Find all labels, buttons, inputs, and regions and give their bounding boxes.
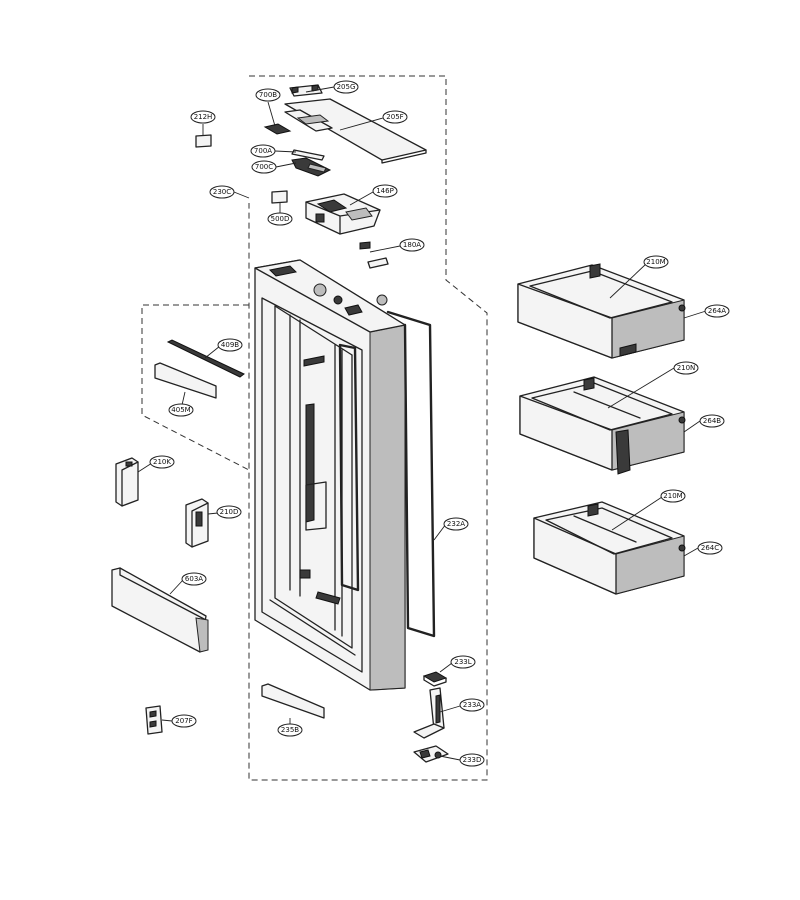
callout-label: 264C bbox=[701, 544, 719, 552]
bin-264B bbox=[519, 376, 686, 475]
callout-label: 232A bbox=[447, 520, 465, 528]
callout-210K: 210K bbox=[149, 455, 175, 469]
part-700C bbox=[291, 157, 332, 177]
door-frame bbox=[254, 259, 406, 691]
callout-label: 212H bbox=[194, 113, 213, 121]
callout-603A: 603A bbox=[181, 572, 207, 586]
part-409B bbox=[166, 339, 245, 378]
callout-label: 210D bbox=[220, 508, 239, 516]
callout-232A: 232A bbox=[443, 517, 469, 531]
part-700A bbox=[291, 149, 325, 161]
callout-700B: 700B bbox=[255, 88, 281, 102]
part-233D bbox=[413, 745, 449, 763]
callout-label: 233A bbox=[463, 701, 481, 709]
callout-label: 603A bbox=[185, 575, 203, 583]
callout-label: 210N bbox=[677, 364, 696, 372]
assembly-boundary-upper bbox=[248, 75, 488, 781]
part-210D bbox=[185, 498, 209, 548]
leader-lines bbox=[137, 86, 707, 761]
callout-label: 205G bbox=[337, 83, 356, 91]
part-700B bbox=[263, 109, 333, 135]
callout-264A: 264A bbox=[704, 304, 730, 318]
part-205F bbox=[284, 98, 427, 164]
callout-label: 210K bbox=[153, 458, 171, 466]
callout-label: 233L bbox=[454, 658, 471, 666]
callout-210M-bottom: 210M bbox=[660, 489, 686, 503]
assembly-boundary-left bbox=[141, 304, 250, 471]
callout-label: 210M bbox=[663, 492, 682, 500]
callout-label: 700B bbox=[259, 91, 277, 99]
callout-180A: 180A bbox=[399, 238, 425, 252]
callout-405M: 405M bbox=[168, 403, 194, 417]
callout-label: 146P bbox=[376, 187, 394, 195]
callout-264C: 264C bbox=[697, 541, 723, 555]
callout-label: 409B bbox=[221, 341, 239, 349]
callout-label: 264B bbox=[703, 417, 721, 425]
bin-264A bbox=[517, 263, 686, 359]
part-210K bbox=[115, 457, 139, 507]
callout-233D: 233D bbox=[459, 753, 485, 767]
callout-label: 207F bbox=[175, 717, 192, 725]
part-235B bbox=[261, 683, 325, 719]
part-405M bbox=[154, 362, 217, 399]
callout-210N: 210N bbox=[673, 361, 699, 375]
callout-205G: 205G bbox=[333, 80, 359, 94]
callout-label: 233D bbox=[463, 756, 482, 764]
callout-210D: 210D bbox=[216, 505, 242, 519]
callout-label: 210M bbox=[646, 258, 665, 266]
part-205G bbox=[289, 84, 323, 97]
part-212H bbox=[195, 134, 212, 148]
callout-212H: 212H bbox=[190, 110, 216, 124]
callout-label: 230C bbox=[213, 188, 231, 196]
part-207F bbox=[145, 705, 163, 735]
callout-700A: 700A bbox=[250, 144, 276, 158]
callout-label: 405M bbox=[171, 406, 190, 414]
part-233A bbox=[413, 687, 445, 739]
callout-233L: 233L bbox=[450, 655, 476, 669]
callout-146P: 146P bbox=[372, 184, 398, 198]
bin-264C bbox=[533, 501, 686, 595]
callout-235B: 235B bbox=[277, 723, 303, 737]
callout-205F: 205F bbox=[382, 110, 408, 124]
callout-label: 700A bbox=[254, 147, 272, 155]
callout-230C: 230C bbox=[209, 185, 235, 199]
part-146P bbox=[305, 193, 381, 235]
callout-207F: 207F bbox=[171, 714, 197, 728]
callout-label: 500D bbox=[271, 215, 290, 223]
callout-264B: 264B bbox=[699, 414, 725, 428]
callout-label: 700C bbox=[255, 163, 273, 171]
part-233L bbox=[422, 671, 448, 687]
callout-210M-top: 210M bbox=[643, 255, 669, 269]
part-603A bbox=[111, 567, 209, 653]
part-180A bbox=[359, 241, 389, 269]
callout-label: 180A bbox=[403, 241, 421, 249]
part-500D bbox=[271, 190, 288, 204]
callout-409B: 409B bbox=[217, 338, 243, 352]
callout-233A: 233A bbox=[459, 698, 485, 712]
callout-label: 264A bbox=[708, 307, 726, 315]
part-232A-gasket bbox=[338, 310, 436, 638]
callout-500D: 500D bbox=[267, 212, 293, 226]
callout-700C: 700C bbox=[251, 160, 277, 174]
callout-label: 235B bbox=[281, 726, 299, 734]
callout-label: 205F bbox=[386, 113, 403, 121]
